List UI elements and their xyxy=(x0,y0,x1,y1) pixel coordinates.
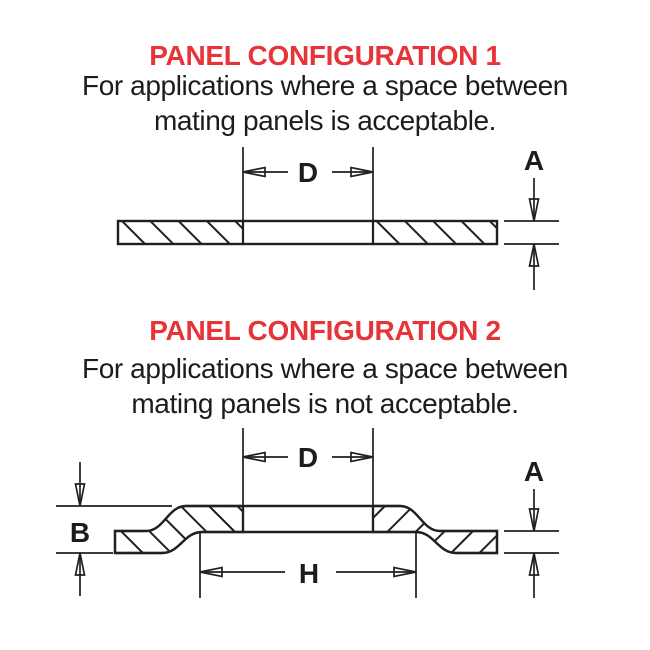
extension-lines-a xyxy=(504,220,559,245)
config2-dimension-h: H xyxy=(199,533,417,598)
config1-drawing: D A xyxy=(116,145,559,290)
hatched-region-right xyxy=(373,221,497,244)
extension-lines-a xyxy=(504,530,559,554)
hole-edges xyxy=(241,506,375,532)
config2-panel-cross-section xyxy=(113,504,499,555)
config1-description: For applications where a space between m… xyxy=(0,68,650,138)
hatched-region-left xyxy=(113,504,245,555)
hatched-region-left xyxy=(118,221,243,244)
config1-description-line2: mating panels is acceptable. xyxy=(153,105,497,136)
config1-dimension-a: A xyxy=(504,145,559,290)
dim-label-a1: A xyxy=(524,145,544,176)
hatched-region-right xyxy=(371,504,499,555)
config2-description: For applications where a space between m… xyxy=(0,351,650,421)
config2-drawing: D A B xyxy=(56,428,559,598)
config1-dimension-d: D xyxy=(242,147,374,221)
extension-lines-d xyxy=(242,428,374,506)
config2-dimension-a: A xyxy=(504,456,559,598)
config1-description-line1: For applications where a space between xyxy=(82,70,568,101)
config2-dimension-b: B xyxy=(56,462,172,596)
config2-dimension-d: D xyxy=(242,428,374,506)
config2-description-line2: mating panels is not acceptable. xyxy=(131,388,519,419)
dim-label-a2: A xyxy=(524,456,544,487)
extension-lines-d xyxy=(242,147,374,221)
panel-outline xyxy=(116,219,499,246)
dim-label-d2: D xyxy=(298,442,318,473)
config1-panel-cross-section xyxy=(116,219,499,246)
config1-title: PANEL CONFIGURATION 1 xyxy=(149,40,501,71)
dim-label-h2: H xyxy=(299,558,319,589)
dim-label-d1: D xyxy=(298,157,318,188)
dim-label-b2: B xyxy=(70,517,90,548)
extension-lines-b xyxy=(56,505,172,554)
extension-lines-h xyxy=(199,533,417,598)
config2-title: PANEL CONFIGURATION 2 xyxy=(149,315,501,346)
config2-description-line1: For applications where a space between xyxy=(82,353,568,384)
hole-edges xyxy=(241,221,375,244)
